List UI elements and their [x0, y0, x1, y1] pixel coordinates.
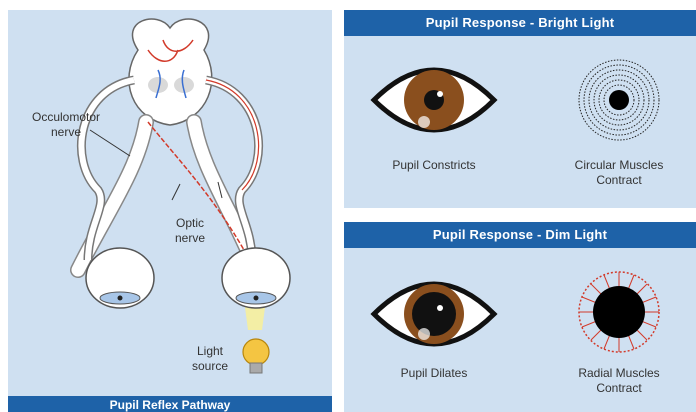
- brainstem: [129, 19, 212, 125]
- optic-nerve-label: Opticnerve: [160, 216, 220, 246]
- pupil-left: [118, 296, 123, 301]
- radial-muscles-icon: [579, 272, 659, 352]
- circular-muscles-icon: [579, 60, 659, 140]
- bulb-base: [250, 363, 262, 373]
- bright-light-panel: Pupil Response - Bright Light Pupil Cons…: [344, 10, 696, 208]
- occulomotor-label: Occulomotornerve: [14, 110, 118, 140]
- dim-light-panel: Pupil Response - Dim Light Pupil Dila: [344, 222, 696, 412]
- constricted-eye-icon: [374, 70, 494, 130]
- circular-muscles-label: Circular MusclesContract: [549, 158, 689, 188]
- light-bulb-icon: [243, 339, 269, 365]
- dilated-eye-icon: [374, 284, 494, 344]
- radial-muscles-label: Radial MusclesContract: [549, 366, 689, 396]
- reflex-pathway-title: Pupil Reflex Pathway: [8, 396, 332, 412]
- pupil-constricts-label: Pupil Constricts: [364, 158, 504, 173]
- pupil-right: [254, 296, 259, 301]
- pupil-dilates-label: Pupil Dilates: [364, 366, 504, 381]
- reflex-pathway-panel: Occulomotornerve Opticnerve Lightsource: [8, 10, 332, 412]
- light-source-label: Lightsource: [180, 344, 240, 374]
- reflex-pathway-diagram: [8, 10, 332, 412]
